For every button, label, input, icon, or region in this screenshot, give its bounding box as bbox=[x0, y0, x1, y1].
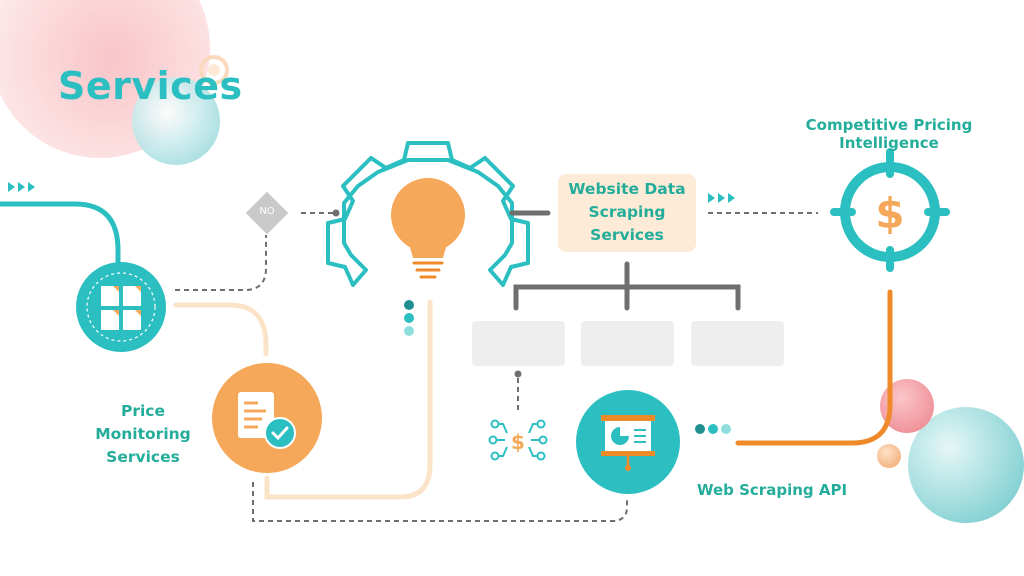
triple-arrow-icon bbox=[708, 193, 735, 203]
orange-connector-target-api bbox=[735, 289, 893, 446]
placeholder-box bbox=[472, 321, 565, 366]
status-dot bbox=[695, 424, 705, 434]
website-data-scraping-label: Website Data Scraping Services bbox=[568, 180, 686, 244]
document-check-icon bbox=[212, 363, 322, 473]
web-scraping-api-label: Web Scraping API bbox=[696, 481, 848, 499]
decor-teal-circle bbox=[132, 77, 220, 165]
status-dot bbox=[708, 424, 718, 434]
dollar-sign-icon: $ bbox=[511, 430, 525, 454]
decor-ring bbox=[199, 55, 229, 85]
placeholder-box bbox=[581, 321, 674, 366]
competitive-pricing-label: Competitive Pricing Intelligence bbox=[805, 116, 973, 152]
placeholder-box bbox=[691, 321, 784, 366]
gear-bulb-icon bbox=[326, 141, 530, 287]
status-dot bbox=[404, 313, 414, 323]
status-dot bbox=[721, 424, 731, 434]
presentation-chart-icon bbox=[576, 390, 680, 494]
triple-arrow-icon bbox=[8, 182, 35, 192]
tree-connector bbox=[513, 261, 741, 311]
decor-peach-ball bbox=[877, 444, 901, 468]
decision-diamond bbox=[245, 191, 289, 235]
teal-connector-left bbox=[0, 201, 121, 265]
svg-text:$: $ bbox=[875, 189, 904, 238]
decor-teal-ball bbox=[908, 407, 1024, 523]
decor-dot bbox=[208, 64, 220, 76]
decision-label: NO bbox=[259, 206, 275, 217]
peach-connector-price-bulb bbox=[264, 299, 433, 500]
decor-pink-ball bbox=[880, 379, 934, 433]
page-title: Services bbox=[58, 64, 243, 108]
connector-dot bbox=[514, 370, 522, 378]
grid-documents-icon bbox=[76, 262, 166, 352]
status-dot bbox=[404, 300, 414, 310]
price-monitoring-label: Price Monitoring Services bbox=[95, 402, 191, 466]
dashed-connector-price-api bbox=[252, 482, 628, 522]
dollar-network-icon bbox=[488, 419, 548, 461]
website-data-scraping-box bbox=[558, 174, 696, 252]
peach-connector-grid-price bbox=[173, 302, 269, 357]
connector-dot bbox=[332, 209, 340, 217]
dashed-connector-no bbox=[175, 235, 267, 291]
target-dollar-icon: $ bbox=[830, 148, 950, 272]
status-dot bbox=[404, 326, 414, 336]
